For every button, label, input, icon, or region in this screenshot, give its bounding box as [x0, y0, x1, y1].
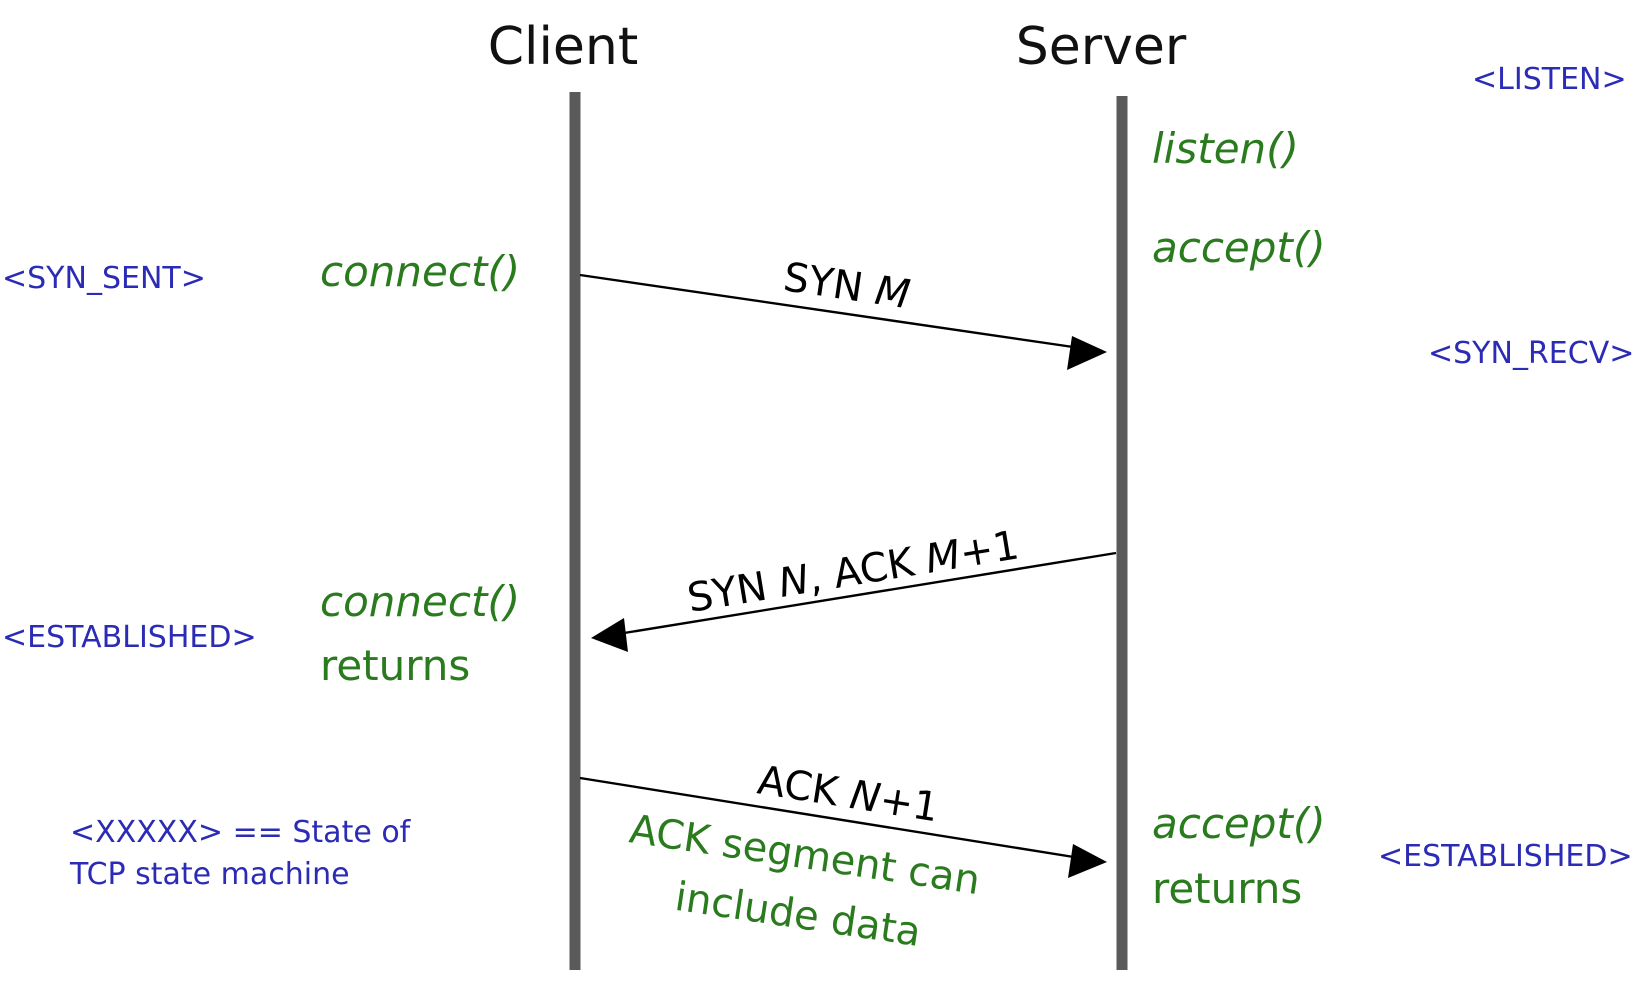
- state-syn-recv: <SYN_RECV>: [1428, 336, 1634, 371]
- server-accept-call: accept(): [1152, 223, 1326, 272]
- state-client-established: <ESTABLISHED>: [2, 620, 257, 655]
- message-syn-ack-label: SYN N, ACK M+1: [684, 522, 1022, 622]
- message-ack-line: [579, 776, 1081, 860]
- state-listen: <LISTEN>: [1472, 62, 1627, 97]
- server-listen-call: listen(): [1152, 124, 1299, 173]
- server-accept-returns-call: accept(): [1152, 799, 1326, 848]
- client-connect-call: connect(): [320, 247, 520, 296]
- message-syn-ack: SYN N, ACK M+1: [591, 522, 1117, 652]
- message-ack-label: ACK N+1: [754, 757, 941, 831]
- message-syn-line: [579, 273, 1081, 350]
- client-connect-returns-call: connect(): [320, 577, 520, 626]
- legend-line1: <XXXXX> == State of: [70, 815, 412, 850]
- message-syn-ack-line: [617, 551, 1117, 636]
- message-syn-arrowhead: [1067, 336, 1107, 370]
- state-syn-sent: <SYN_SENT>: [2, 261, 206, 296]
- legend-line2: TCP state machine: [69, 857, 350, 892]
- server-title: Server: [1016, 17, 1187, 77]
- client-connect-returns-word: returns: [320, 641, 470, 690]
- message-syn-label: SYN M: [781, 254, 913, 318]
- message-syn-ack-arrowhead: [591, 618, 628, 652]
- message-ack: ACK N+1: [579, 757, 1107, 878]
- client-title: Client: [488, 17, 639, 77]
- server-accept-returns-word: returns: [1152, 864, 1302, 913]
- message-ack-arrowhead: [1068, 844, 1107, 878]
- state-server-established: <ESTABLISHED>: [1378, 839, 1633, 874]
- message-syn: SYN M: [579, 254, 1107, 370]
